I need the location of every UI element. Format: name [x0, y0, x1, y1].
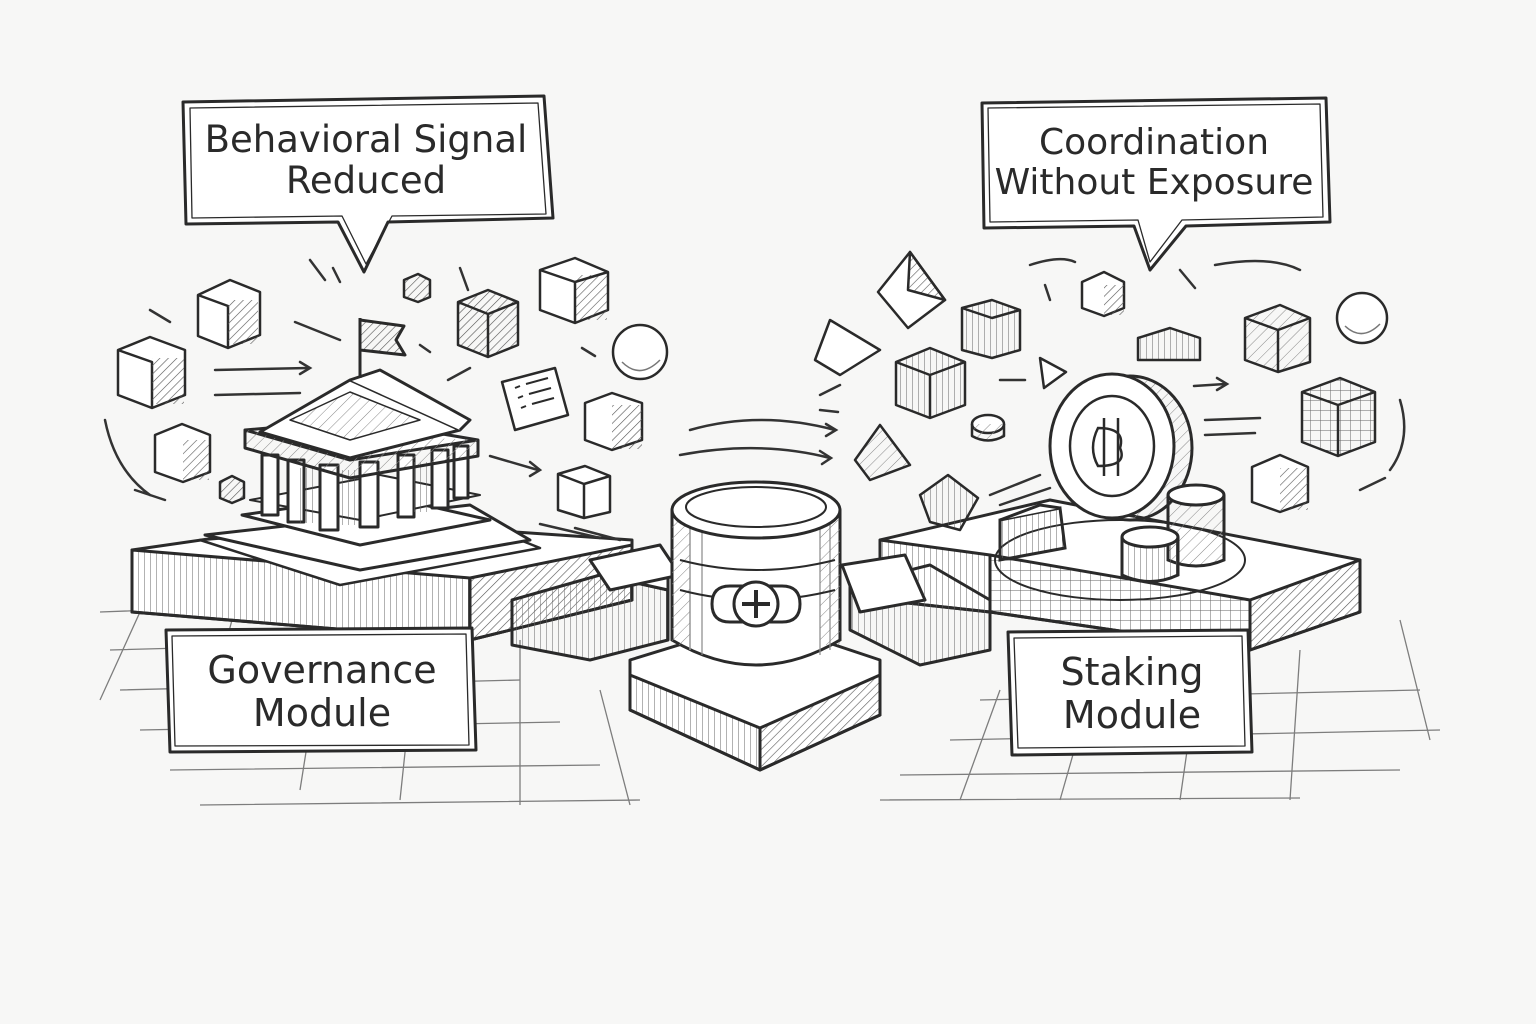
building-columns-icon — [205, 318, 530, 570]
triangle — [1040, 358, 1066, 388]
cube — [1302, 378, 1375, 456]
cube — [458, 290, 518, 357]
cube — [404, 274, 430, 302]
callout-behavioral-signal — [183, 96, 553, 272]
cube — [585, 393, 642, 450]
staking-label-box — [1008, 630, 1252, 755]
pyramid — [815, 320, 880, 375]
cube — [540, 258, 608, 323]
cube — [1082, 272, 1124, 316]
governance-label-box — [166, 628, 476, 752]
sphere — [1337, 293, 1387, 343]
cube — [558, 466, 610, 518]
cube — [1138, 328, 1200, 360]
cube — [896, 348, 965, 418]
vault-cylinder-icon — [672, 482, 840, 665]
cube — [220, 476, 244, 503]
cube — [118, 337, 185, 408]
cube — [1245, 305, 1310, 372]
cube — [962, 300, 1020, 358]
callout-coordination — [982, 98, 1330, 270]
cube — [1252, 455, 1308, 512]
checklist-card-icon — [502, 368, 568, 430]
flag-icon — [360, 320, 405, 355]
pyramid — [855, 425, 910, 480]
cube — [155, 424, 210, 482]
cube — [198, 280, 260, 348]
